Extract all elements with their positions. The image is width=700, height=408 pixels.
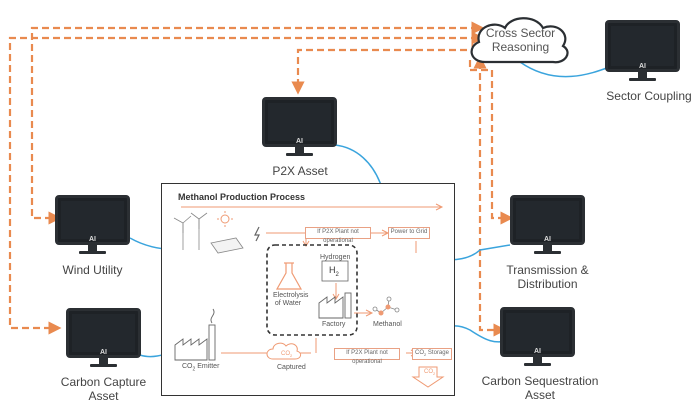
co2-cloud-icon bbox=[266, 342, 302, 360]
electrolysis-label: Electrolysis of Water bbox=[273, 292, 309, 307]
link-p2x bbox=[291, 43, 485, 95]
co2-storage-box: CO2 Storage bbox=[412, 348, 452, 360]
link-carbon-seq bbox=[473, 55, 507, 337]
p2x-monitor[interactable]: AI bbox=[262, 97, 337, 159]
factory-icon bbox=[318, 292, 352, 319]
link-carbon-capture bbox=[8, 31, 485, 335]
captured-label: Captured bbox=[277, 364, 306, 371]
solar-panel-icon bbox=[210, 237, 244, 254]
lightning-icon bbox=[254, 226, 260, 242]
co2-storage-arrow-label: CO2 bbox=[424, 369, 436, 377]
cross-sector-label: Cross Sector Reasoning bbox=[485, 26, 556, 54]
power-to-grid-box: Power to Grid bbox=[388, 227, 430, 239]
transmission-monitor[interactable]: AI bbox=[510, 195, 585, 257]
co2-cloud-label: CO2 bbox=[281, 351, 293, 359]
transmission-label: Transmission & Distribution bbox=[506, 263, 589, 291]
process-diagram bbox=[173, 203, 445, 388]
flask-icon bbox=[275, 262, 303, 290]
wind-utility-monitor[interactable]: AI bbox=[55, 195, 130, 257]
cross-sector-cloud bbox=[470, 17, 569, 64]
methanol-molecule-icon bbox=[372, 296, 400, 316]
sector-coupling-monitor[interactable]: AI bbox=[605, 20, 680, 82]
sun-icon bbox=[217, 211, 233, 227]
methanol-process-box bbox=[161, 183, 455, 396]
hydrogen-box bbox=[266, 244, 358, 336]
link-wind bbox=[30, 21, 485, 225]
link-transmission bbox=[470, 68, 514, 225]
p2x-not-operational-box-2: If P2X Plant not operational bbox=[334, 348, 400, 365]
h2-label: H2 bbox=[329, 265, 339, 278]
carbon-seq-monitor[interactable]: AI bbox=[500, 307, 575, 369]
wind-utility-label: Wind Utility bbox=[62, 263, 123, 277]
wind-turbine-icon bbox=[173, 212, 208, 250]
factory-label: Factory bbox=[322, 321, 346, 328]
carbon-capture-label: Carbon Capture Asset bbox=[60, 375, 147, 403]
sector-coupling-label: Sector Coupling bbox=[606, 89, 692, 103]
process-title: Methanol Production Process bbox=[178, 192, 306, 202]
carbon-capture-monitor[interactable]: AI bbox=[66, 308, 141, 370]
p2x-not-operational-box-1: If P2X Plant not operational bbox=[305, 227, 371, 244]
co2-storage-arrow-icon bbox=[411, 366, 445, 388]
methanol-label: Methanol bbox=[373, 321, 402, 328]
co2-emitter-factory-icon bbox=[174, 308, 216, 361]
hydrogen-label: Hydrogen bbox=[320, 254, 351, 261]
carbon-seq-label: Carbon Sequestration Asset bbox=[481, 374, 599, 402]
co2-emitter-label: CO2 Emitter bbox=[182, 363, 220, 373]
p2x-label: P2X Asset bbox=[272, 164, 328, 178]
